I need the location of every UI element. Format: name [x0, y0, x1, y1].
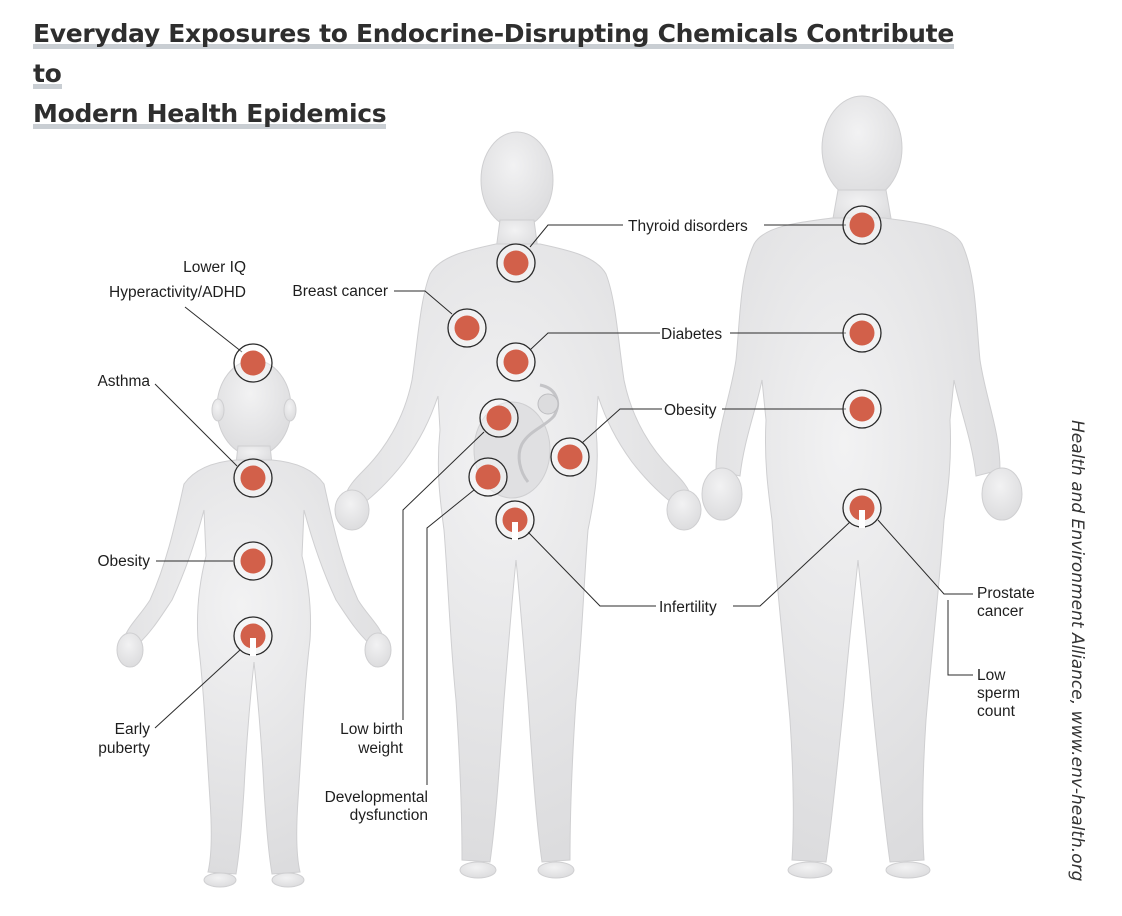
marker-woman-breast — [447, 308, 487, 348]
label-sperm-1: Low — [977, 667, 1006, 684]
child-body — [123, 459, 385, 875]
source-credit: Health and Environment Alliance, www.env… — [1067, 420, 1087, 882]
woman-head — [480, 131, 554, 229]
marker-man-obesity — [842, 389, 882, 429]
man-figure — [701, 95, 1023, 879]
label-developmental-2: dysfunction — [350, 807, 428, 824]
label-infertility: Infertility — [659, 599, 717, 616]
label-diabetes: Diabetes — [661, 326, 722, 343]
marker-child-head — [233, 343, 273, 383]
title-line-2: Modern Health Epidemics — [33, 99, 387, 129]
labels: Lower IQ Hyperactivity/ADHD Asthma Obesi… — [97, 218, 1034, 824]
leader-lines — [154, 224, 973, 785]
marker-child-groin — [233, 616, 273, 656]
label-prostate-2: cancer — [977, 603, 1024, 620]
label-obesity-adult: Obesity — [664, 402, 717, 419]
child-figure — [116, 359, 392, 888]
page-title: Everyday Exposures to Endocrine-Disrupti… — [33, 14, 973, 134]
label-obesity-child: Obesity — [97, 553, 150, 570]
label-sperm-3: count — [977, 703, 1016, 720]
marker-woman-diabetes — [496, 342, 536, 382]
label-breast-cancer: Breast cancer — [292, 283, 388, 300]
marker-man-groin — [842, 488, 882, 528]
label-hyperactivity: Hyperactivity/ADHD — [109, 284, 246, 301]
marker-child-belly — [233, 541, 273, 581]
label-asthma: Asthma — [97, 373, 150, 390]
marker-woman-fetus-lower — [468, 457, 508, 497]
marker-man-thyroid — [842, 205, 882, 245]
man-head — [821, 95, 903, 201]
label-prostate-1: Prostate — [977, 585, 1035, 602]
label-early-puberty-2: puberty — [98, 740, 150, 757]
marker-woman-obesity — [550, 437, 590, 477]
label-early-puberty-1: Early — [115, 721, 151, 738]
woman-body — [343, 243, 693, 863]
label-low-birth-1: Low birth — [340, 721, 403, 738]
label-developmental-1: Developmental — [325, 789, 428, 806]
markers — [233, 205, 882, 656]
marker-woman-thyroid — [496, 243, 536, 283]
fetus — [537, 393, 559, 415]
marker-woman-groin — [495, 500, 535, 540]
label-lower-iq: Lower IQ — [183, 259, 246, 276]
marker-woman-fetus-upper — [479, 398, 519, 438]
label-thyroid: Thyroid disorders — [628, 218, 748, 235]
marker-child-chest — [233, 458, 273, 498]
man-body — [715, 217, 1001, 863]
label-sperm-2: sperm — [977, 685, 1020, 702]
marker-man-diabetes — [842, 313, 882, 353]
label-low-birth-2: weight — [357, 740, 403, 757]
